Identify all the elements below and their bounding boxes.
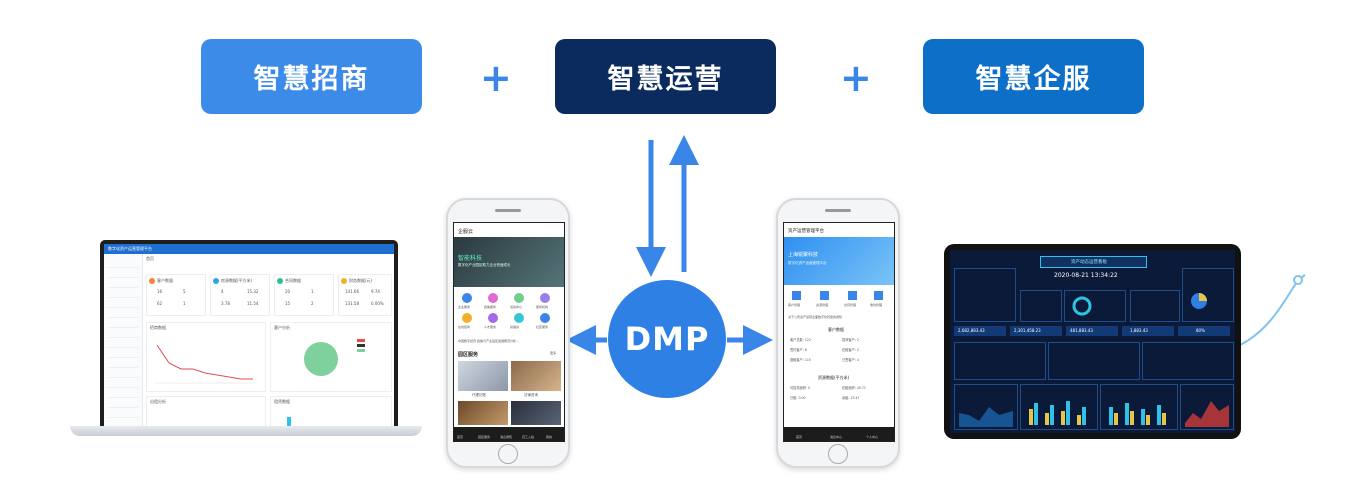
- phone-bottom-nav: 首页 消息中心 个人中心: [784, 427, 894, 441]
- dashboard-title: 资产动态运营看板: [1071, 260, 1107, 265]
- kpi-value: 80%: [1196, 328, 1205, 333]
- more-link[interactable]: 更多: [550, 351, 557, 355]
- tablet-screen: 资产动态运营看板 2020-08-21 13:34:22 2,682,883.4…: [950, 250, 1235, 433]
- label-smart-investment: 智慧招商: [201, 39, 422, 114]
- service-tile[interactable]: [458, 361, 508, 391]
- section-title: 资源数据(平方米): [818, 375, 850, 380]
- phone-notice: 关于公司资产运营全面数字化转型的通知: [788, 315, 843, 319]
- phone-notice: 中国数字经济 政策与产业园区发展概况分析...: [458, 339, 519, 343]
- phone-home-button: [498, 444, 518, 464]
- laptop-base: [70, 426, 422, 436]
- kpi-value: 481,883.43: [1070, 328, 1093, 333]
- plus-icon: +: [840, 56, 872, 100]
- phone-header: 资产运营管理平台: [788, 229, 824, 234]
- plus-icon: +: [480, 56, 512, 100]
- laptop-titlebar: 数字化资产运营管理平台: [104, 244, 394, 254]
- laptop-table: 租赁数据: [270, 396, 392, 430]
- laptop-title: 数字化资产运营管理平台: [108, 246, 152, 251]
- section-title: 客户数据: [828, 327, 844, 332]
- phone-header: 企服云: [458, 229, 474, 235]
- phone-asset-operation: 资产运营管理平台 上海锐聚科技 数字化资产运营管理平台 客户管理 资源管理 合同…: [776, 198, 900, 468]
- kpi-value: 1,883.43: [1130, 328, 1148, 333]
- laptop-sidebar: [104, 254, 143, 430]
- phone-enterprise-service: 企服云 智能科技 数字化产业园区助力企业快速成长 企业服务 政策服务 活动中心 …: [446, 198, 570, 468]
- laptop-table: 出租分析: [146, 396, 266, 430]
- laptop-card: 房源数据(平方米) 4 15.32 3.78 11.54: [210, 274, 270, 316]
- dashboard-bar-chart: [1020, 384, 1098, 430]
- trend-dot: [1293, 275, 1303, 285]
- laptop-card: 合同数据 20 1 15 2: [274, 274, 334, 316]
- laptop-line-chart: 招商数据: [146, 322, 266, 392]
- phone-screen: 企服云 智能科技 数字化产业园区助力企业快速成长 企业服务 政策服务 活动中心 …: [453, 222, 565, 442]
- phone-screen: 资产运营管理平台 上海锐聚科技 数字化资产运营管理平台 客户管理 资源管理 合同…: [783, 222, 895, 442]
- phone-speaker: [825, 209, 851, 212]
- laptop-tab: 首页: [146, 256, 154, 261]
- dashboard-area-chart: [954, 384, 1018, 430]
- dashboard-area-chart: [1180, 384, 1234, 430]
- phone-home-button: [828, 444, 848, 464]
- label-smart-operation: 智慧运营: [555, 39, 776, 114]
- label-smart-enterprise-service: 智慧企服: [923, 39, 1144, 114]
- phone-speaker: [495, 209, 521, 212]
- laptop-screen: 数字化资产运营管理平台 首页 客户数量 16 5 62 1: [100, 240, 398, 430]
- kpi-value: 2,301,458.23: [1014, 328, 1041, 333]
- kpi-value: 2,682,883.43: [958, 328, 985, 333]
- phone-banner: 上海锐聚科技 数字化资产运营管理平台: [784, 237, 894, 285]
- phone-bottom-nav: 首页 园区服务 消息通知 员工入驻 我的: [454, 427, 564, 441]
- laptop-card: 财务数据(元) 141.66 9.74 131.58 0.00%: [338, 274, 392, 316]
- decorative-trend-line: [1239, 274, 1306, 346]
- laptop-card: 客户数量 16 5 62 1: [146, 274, 206, 316]
- dashboard-bar-chart: [1100, 384, 1178, 430]
- laptop-pie-chart: 客户分析: [270, 322, 392, 392]
- service-tile[interactable]: [511, 361, 561, 391]
- tablet-dashboard: 资产动态运营看板 2020-08-21 13:34:22 2,682,883.4…: [944, 244, 1241, 439]
- dashboard-datetime: 2020-08-21 13:34:22: [1054, 272, 1118, 279]
- section-title: 园区服务: [458, 352, 479, 358]
- phone-banner: 智能科技 数字化产业园区助力企业快速成长: [454, 237, 564, 287]
- dmp-center-circle: DMP: [608, 280, 726, 398]
